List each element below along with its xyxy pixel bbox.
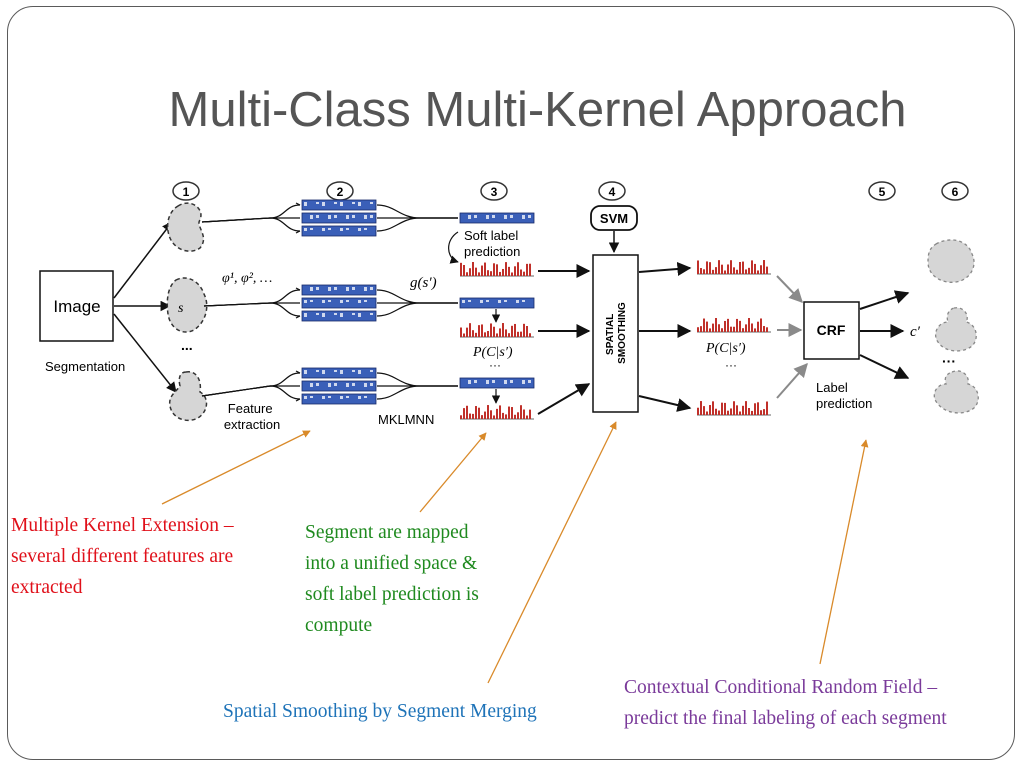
svg-text:···: ··· <box>725 358 737 372</box>
segment-shape-bottom <box>168 371 208 422</box>
svg-text:4: 4 <box>609 185 616 199</box>
projected-bar-1 <box>459 212 535 224</box>
svm-label: SVM <box>600 211 628 226</box>
label-prediction: Label prediction <box>816 380 872 411</box>
annotation-arrow-green <box>419 432 487 513</box>
segment-symbol: s <box>178 301 184 316</box>
projected-bar-2 <box>459 297 535 309</box>
svg-text:...: ... <box>181 337 193 353</box>
annotation-crf: Contextual Conditional Random Field – pr… <box>624 677 947 729</box>
spatial-smoothing-box <box>592 254 639 413</box>
svg-text:···: ··· <box>489 358 501 372</box>
feature-bar-3-2 <box>301 380 377 392</box>
step-badge-6: 6 <box>941 181 969 201</box>
step-badges: 1 2 3 4 5 6 <box>172 181 969 201</box>
feature-bar-2-3 <box>301 310 377 322</box>
soft-label-histogram-3 <box>460 405 534 420</box>
g-label: g(s′) <box>410 275 437 291</box>
svg-text:5: 5 <box>879 185 886 199</box>
c-label: c′ <box>910 324 921 340</box>
final-segment-top <box>927 239 975 283</box>
svg-text:3: 3 <box>491 185 498 199</box>
annotation-arrow-purple <box>819 439 869 665</box>
smoothed-histogram-3 <box>697 401 771 416</box>
step-badge-5: 5 <box>868 181 896 201</box>
final-segment-bottom <box>933 370 979 414</box>
soft-label-histogram-2 <box>460 323 534 338</box>
step-badge-4: 4 <box>598 181 626 201</box>
slide-frame <box>7 6 1015 760</box>
segmentation-label: Segmentation <box>45 359 125 374</box>
spatial-smoothing-label: SPATIAL SMOOTHING <box>605 302 628 364</box>
svg-text:6: 6 <box>952 185 959 199</box>
feature-bar-1-3 <box>301 225 377 237</box>
svg-text:···: ··· <box>942 353 956 369</box>
feature-bar-3-3 <box>301 393 377 405</box>
smoothed-histogram-2 <box>697 318 771 333</box>
segment-shape-top <box>166 202 205 252</box>
projected-bar-3 <box>459 377 535 389</box>
mklmnn-label: MKLMNN <box>378 412 434 427</box>
phi-label: φ¹, φ², … <box>222 271 272 286</box>
p-label-left: P(C|s′) <box>472 345 513 360</box>
image-box <box>39 270 114 342</box>
image-label: Image <box>53 297 100 316</box>
annotation-spatial-smoothing: Spatial Smoothing by Segment Merging <box>223 701 537 722</box>
step-badge-2: 2 <box>326 181 354 201</box>
feature-extraction-label: Feature extraction <box>224 401 280 432</box>
feature-bar-3-1 <box>301 367 377 379</box>
final-segment-mid <box>934 307 977 352</box>
annotation-multiple-kernel: Multiple Kernel Extension – several diff… <box>11 515 234 598</box>
soft-label-histogram-1 <box>460 262 534 277</box>
svg-text:2: 2 <box>337 185 344 199</box>
slide-title: Multi-Class Multi-Kernel Approach <box>168 83 907 137</box>
feature-bar-1-2 <box>301 212 377 224</box>
annotation-arrow-red <box>161 430 311 505</box>
feature-bar-2-1 <box>301 284 377 296</box>
annotation-segment-mapping: Segment are mapped into a unified space … <box>305 522 479 636</box>
feature-bar-1-1 <box>301 199 377 211</box>
annotation-arrow-blue <box>487 421 617 684</box>
crf-box <box>803 301 860 360</box>
step-badge-3: 3 <box>480 181 508 201</box>
svg-text:1: 1 <box>183 185 190 199</box>
crf-label: CRF <box>817 322 846 338</box>
svm-box <box>590 205 638 231</box>
step-badge-1: 1 <box>172 181 200 201</box>
feature-bar-2-2 <box>301 297 377 309</box>
smoothed-histogram-1 <box>697 260 771 275</box>
p-label-right: P(C|s′) <box>705 341 746 356</box>
soft-label-prediction: Soft label prediction <box>464 228 522 259</box>
segment-shape-mid <box>166 277 208 333</box>
